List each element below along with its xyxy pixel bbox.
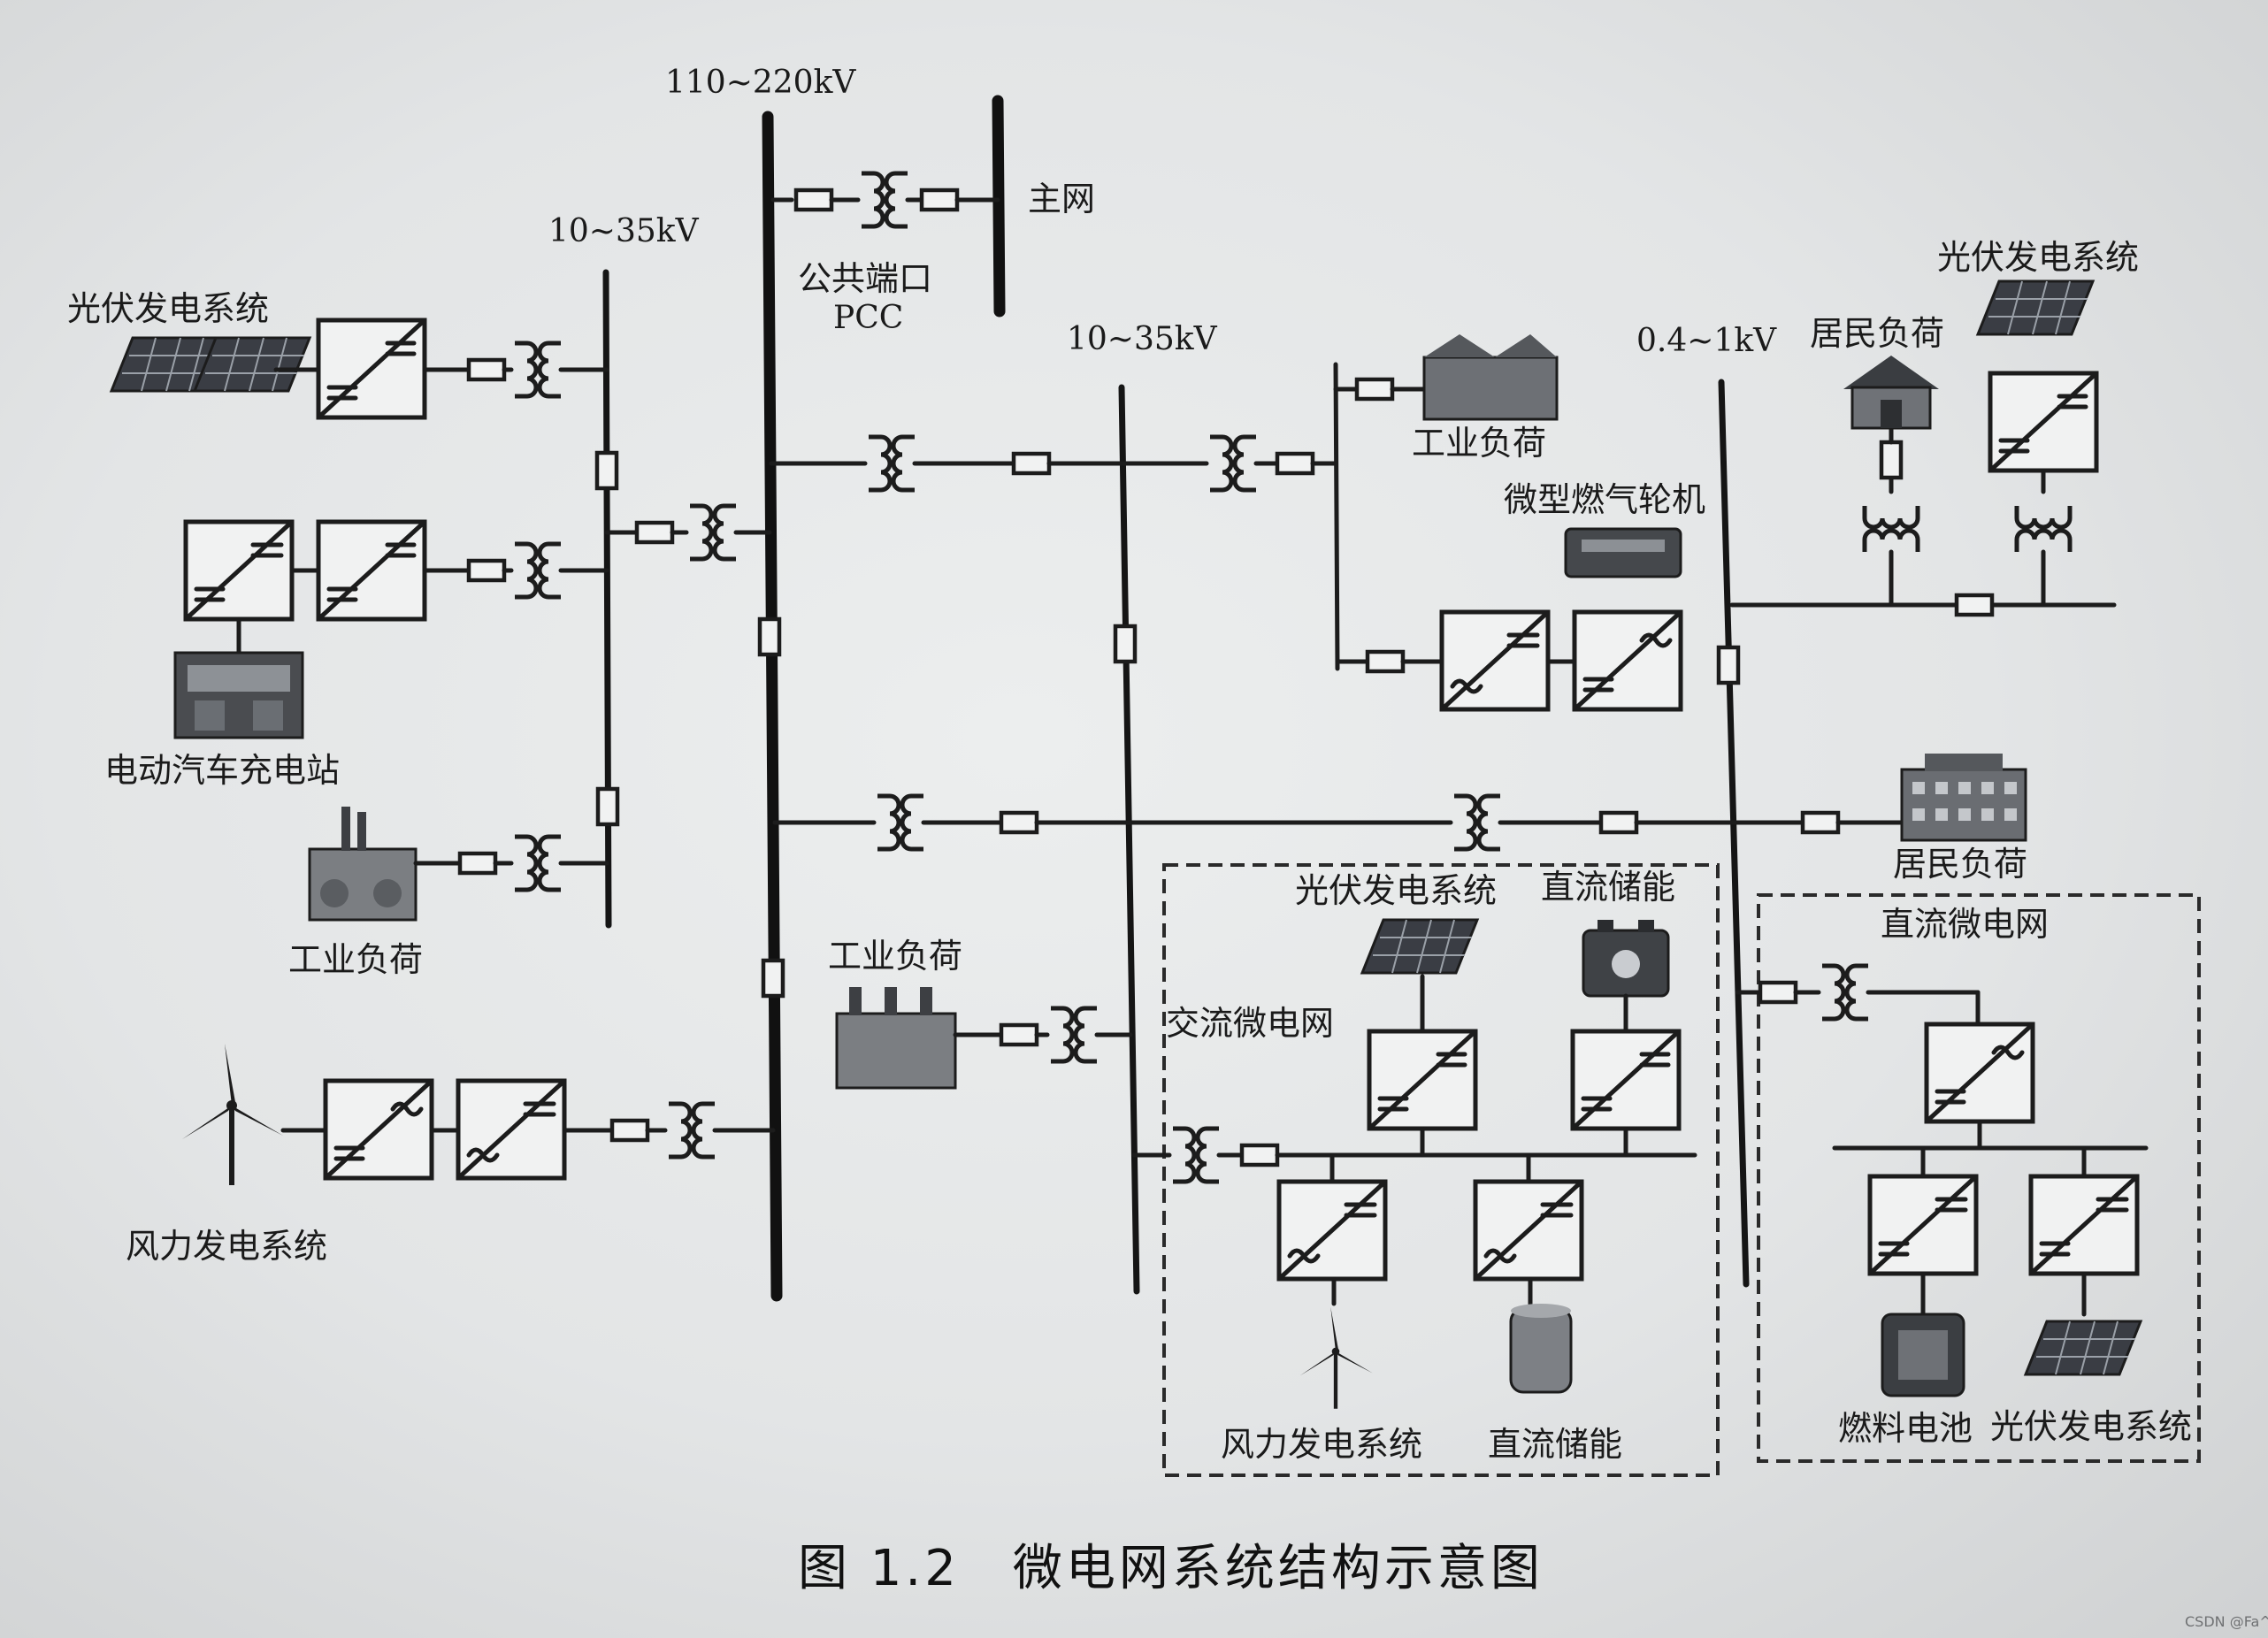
solar-panel-icon: [111, 338, 310, 391]
micro-turbine-label: 微型燃气轮机: [1504, 483, 1705, 517]
dc-microgrid-label: 直流微电网: [1881, 907, 2049, 941]
battery-icon: [1511, 1304, 1571, 1392]
pcc-label: 公共端口: [798, 262, 932, 295]
house-icon: [1843, 356, 1939, 428]
factory-icon: [1424, 334, 1557, 419]
dc-pv-label: 光伏发电系统: [1990, 1410, 2192, 1443]
wind-turbine-icon: [1300, 1307, 1373, 1409]
hv-bus-voltage: 110~220kV: [665, 67, 855, 99]
main-grid-label: 主网: [1028, 182, 1095, 216]
figure-caption: 图 1.2 微电网系统结构示意图: [798, 1544, 1544, 1594]
solar-panel-icon: [1978, 281, 2093, 334]
industrial-mid-label: 工业负荷: [828, 939, 962, 973]
solar-panel-icon: [1362, 920, 1477, 973]
industrial-top-label: 工业负荷: [1412, 426, 1546, 460]
residential-top-label: 居民负荷: [1810, 317, 1944, 350]
wind-left-label: 风力发电系统: [126, 1229, 327, 1263]
ac-microgrid-label: 交流微电网: [1166, 1007, 1334, 1040]
ac-pv-label: 光伏发电系统: [1295, 874, 1497, 907]
battery-icon: [1583, 920, 1668, 996]
hv-bus: [768, 117, 777, 1296]
ac-dc-storage-label: 直流储能: [1541, 870, 1675, 904]
residential-mid-label: 居民负荷: [1893, 847, 2027, 881]
pv-left-label: 光伏发电系统: [67, 292, 269, 325]
lv-bus-voltage: 0.4~1kV: [1636, 325, 1776, 357]
main-grid-bus: [998, 101, 1000, 311]
factory-icon: [837, 987, 955, 1088]
top-right-bus: [1336, 364, 1337, 669]
fuel-cell-icon: [1882, 1314, 1964, 1396]
fuel-cell-label: 燃料电池: [1838, 1412, 1973, 1445]
ev-station-icon: [175, 653, 303, 738]
lv-bus: [1721, 382, 1746, 1284]
gas-turbine-icon: [1566, 529, 1681, 577]
left-bus-voltage: 10~35kV: [548, 216, 699, 248]
pcc-abbrev: PCC: [833, 302, 903, 334]
ac-dc-storage-bottom-label: 直流储能: [1488, 1428, 1622, 1461]
ev-station-label: 电动汽车充电站: [104, 754, 340, 787]
factory-icon: [310, 807, 416, 920]
wind-turbine-icon: [182, 1044, 283, 1185]
solar-panel-icon: [2026, 1321, 2141, 1374]
industrial-left-label: 工业负荷: [288, 943, 423, 976]
ac-wind-label: 风力发电系统: [1221, 1428, 1422, 1461]
watermark: CSDN @Fa^(B): [2185, 1615, 2268, 1629]
building-icon: [1902, 754, 2026, 840]
pv-top-right-label: 光伏发电系统: [1937, 241, 2139, 274]
mid-bus-voltage: 10~35kV: [1067, 324, 1217, 356]
